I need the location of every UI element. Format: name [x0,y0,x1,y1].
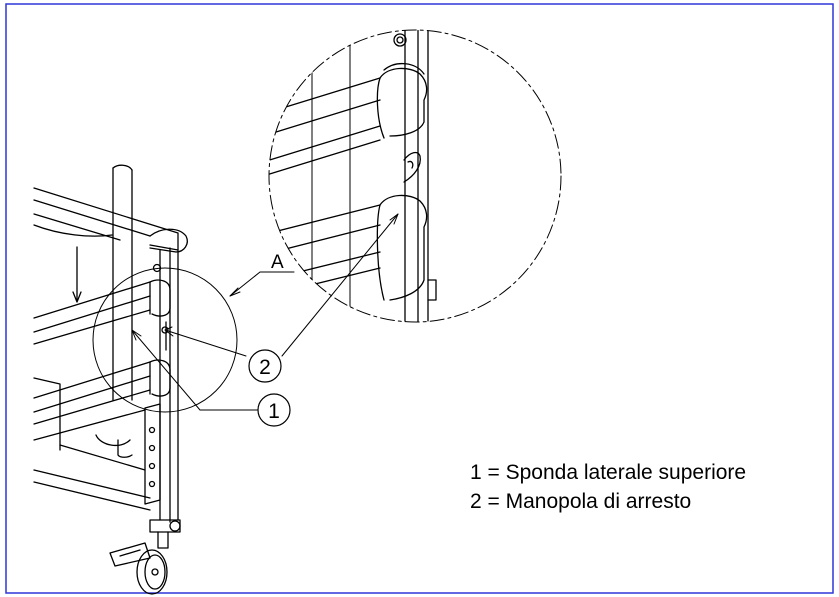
bed-frame-drawing [33,164,188,595]
legend-item-1: 1 = Sponda laterale superiore [470,461,747,484]
callout-2-leader-b [281,213,399,357]
callout-2-label: 2 [259,356,271,379]
legend-item-2: 2 = Manopola di arresto [470,490,692,513]
detail-circle-small [92,267,238,413]
detail-label: A [271,252,284,273]
callout-1-label: 1 [268,400,280,423]
legend: 1 = Sponda laterale superiore 2 = Manopo… [470,458,746,516]
enlarged-detail-view [268,29,562,323]
figure-border [5,3,834,594]
callout-1-circle [257,393,291,427]
callout-2-circle [248,349,282,383]
callout-2-leader-a [164,329,247,357]
callout-1-leader [131,329,259,411]
detail-leader [229,271,295,297]
